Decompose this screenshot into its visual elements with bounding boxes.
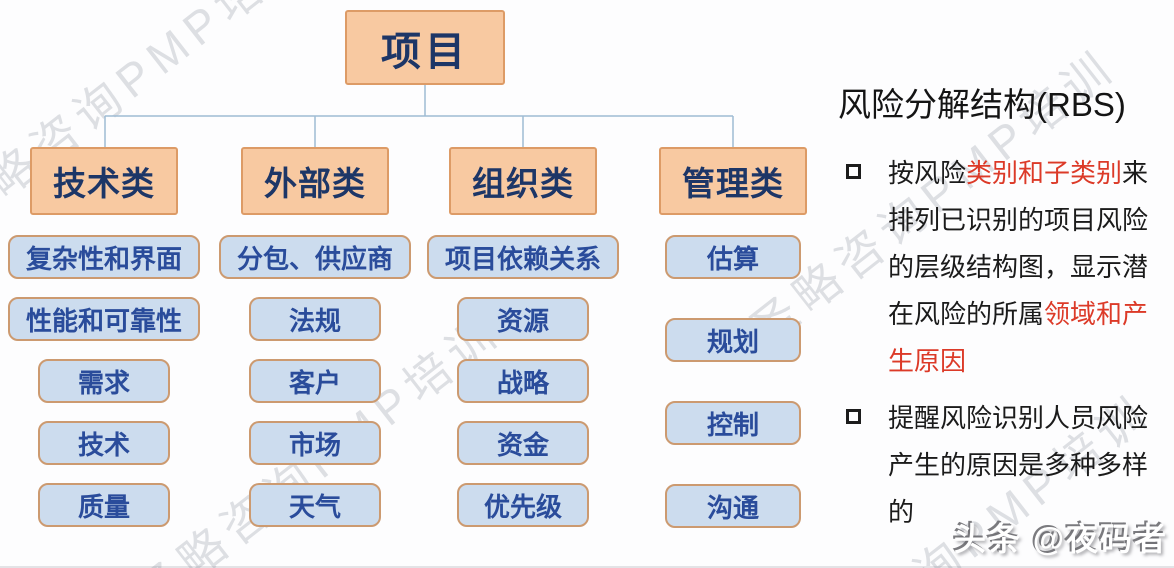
- risk-item: 分包、供应商: [219, 235, 411, 279]
- bullet-item: 提醒风险识别人员风险产生的原因是多种多样的: [838, 395, 1174, 536]
- risk-item: 天气: [249, 483, 381, 527]
- square-bullet-icon: [846, 164, 861, 179]
- column-management: 管理类估算规划控制沟通: [658, 147, 808, 567]
- risk-item: 战略: [457, 359, 589, 403]
- column-technical: 技术类复杂性和界面性能和可靠性需求技术质量: [4, 147, 204, 545]
- risk-item: 优先级: [457, 483, 589, 527]
- risk-item: 市场: [249, 421, 381, 465]
- risk-item: 资源: [457, 297, 589, 341]
- risk-item: 需求: [38, 359, 170, 403]
- panel-title: 风险分解结构(RBS): [838, 86, 1126, 123]
- highlighted-text: 领域和产生原因: [888, 299, 1149, 376]
- category-header-management: 管理类: [659, 147, 807, 215]
- risk-item: 质量: [38, 483, 170, 527]
- credit-watermark: 头条 @夜码者: [953, 521, 1168, 557]
- category-header-organizational: 组织类: [449, 147, 597, 215]
- explanation-panel: 风险分解结构(RBS) 按风险类别和子类别来排列已识别的项目风险的层级结构图，显…: [838, 78, 1174, 536]
- category-header-technical: 技术类: [30, 147, 178, 215]
- body-text: 来排列已识别的项目风险的层级结构图，显示潜在风险的所属: [888, 158, 1149, 329]
- risk-item: 技术: [38, 421, 170, 465]
- risk-item: 规划: [665, 318, 801, 362]
- body-text: 提醒风险识别人员风险产生的原因是多种多样的: [888, 403, 1149, 527]
- column-organizational: 组织类项目依赖关系资源战略资金优先级: [420, 147, 626, 545]
- square-bullet-icon: [846, 409, 861, 424]
- bullet-text: 提醒风险识别人员风险产生的原因是多种多样的: [888, 395, 1158, 536]
- highlighted-text: 类别和子类别: [966, 158, 1123, 188]
- bullet-item: 按风险类别和子类别来排列已识别的项目风险的层级结构图，显示潜在风险的所属领域和产…: [838, 150, 1174, 385]
- column-external: 外部类分包、供应商法规客户市场天气: [212, 147, 418, 545]
- bullet-list: 按风险类别和子类别来排列已识别的项目风险的层级结构图，显示潜在风险的所属领域和产…: [838, 150, 1174, 536]
- root-node-project: 项目: [345, 10, 505, 85]
- root-node-label: 项目: [381, 29, 469, 74]
- bottom-edge-line: [0, 566, 1174, 568]
- risk-item: 估算: [665, 235, 801, 279]
- risk-item: 复杂性和界面: [8, 235, 200, 279]
- risk-item: 性能和可靠性: [8, 297, 200, 341]
- body-text: 按风险: [888, 158, 967, 188]
- risk-item: 法规: [249, 297, 381, 341]
- risk-item: 客户: [249, 359, 381, 403]
- category-header-external: 外部类: [241, 147, 389, 215]
- risk-item: 资金: [457, 421, 589, 465]
- risk-item: 项目依赖关系: [427, 235, 619, 279]
- risk-item: 控制: [665, 401, 801, 445]
- bullet-text: 按风险类别和子类别来排列已识别的项目风险的层级结构图，显示潜在风险的所属领域和产…: [888, 150, 1158, 385]
- risk-item: 沟通: [665, 484, 801, 528]
